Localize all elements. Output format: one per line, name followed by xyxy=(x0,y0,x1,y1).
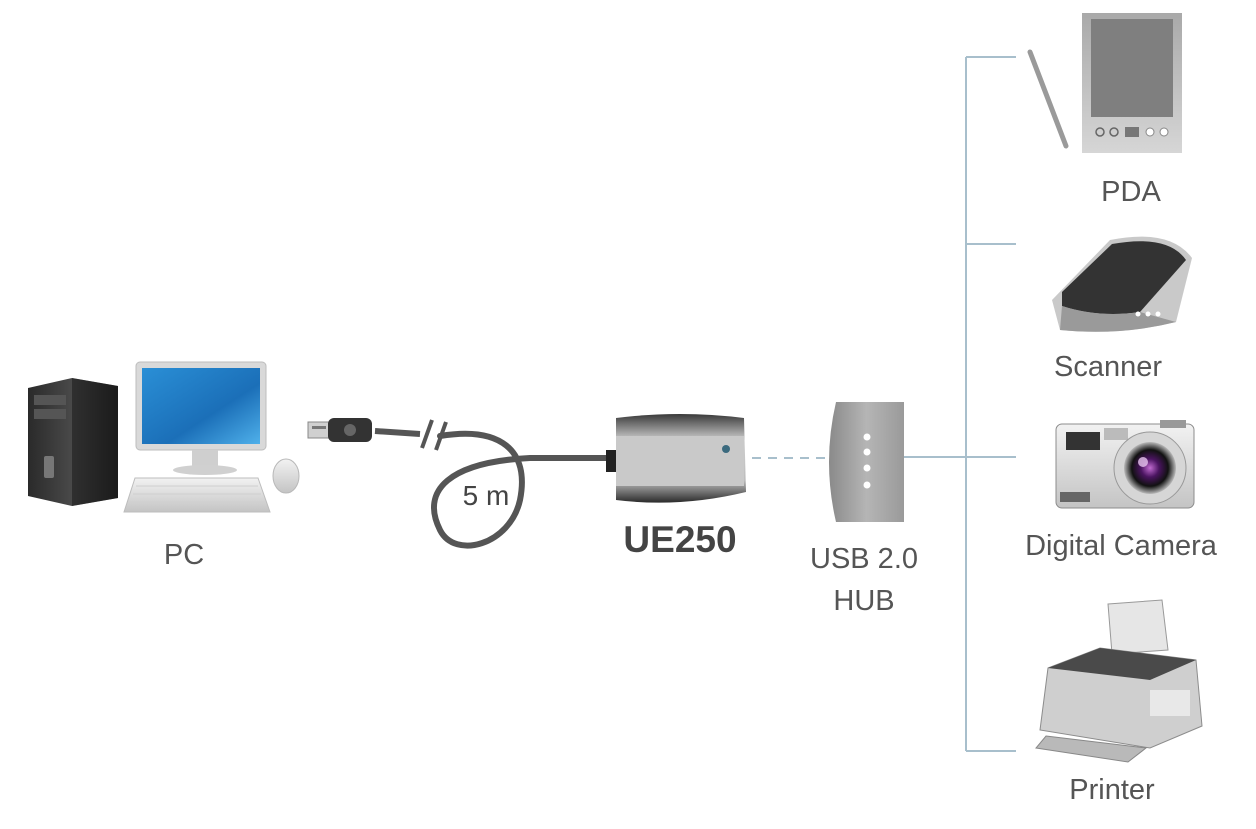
cable-length-label: 5 m xyxy=(462,480,510,511)
hub-label-line2: HUB xyxy=(833,585,895,617)
pc-icon xyxy=(28,361,300,513)
pda-icon xyxy=(1027,13,1182,153)
hub-label-line1: USB 2.0 xyxy=(810,543,918,575)
pda-label: PDA xyxy=(1101,176,1161,208)
usb-hub-icon xyxy=(829,402,904,522)
printer-label: Printer xyxy=(1069,774,1155,806)
pc-label: PC xyxy=(163,539,205,571)
connector-lines xyxy=(904,56,1016,752)
ue250-label: UE250 xyxy=(623,519,737,560)
digital-camera-icon xyxy=(1055,420,1195,509)
scanner-label: Scanner xyxy=(1053,351,1163,383)
usb-cable-icon xyxy=(307,418,615,549)
ue250-extender-icon xyxy=(606,414,746,503)
printer-icon xyxy=(1035,599,1203,763)
scanner-icon xyxy=(1052,236,1192,332)
digital-camera-label: Digital Camera xyxy=(1025,530,1217,562)
